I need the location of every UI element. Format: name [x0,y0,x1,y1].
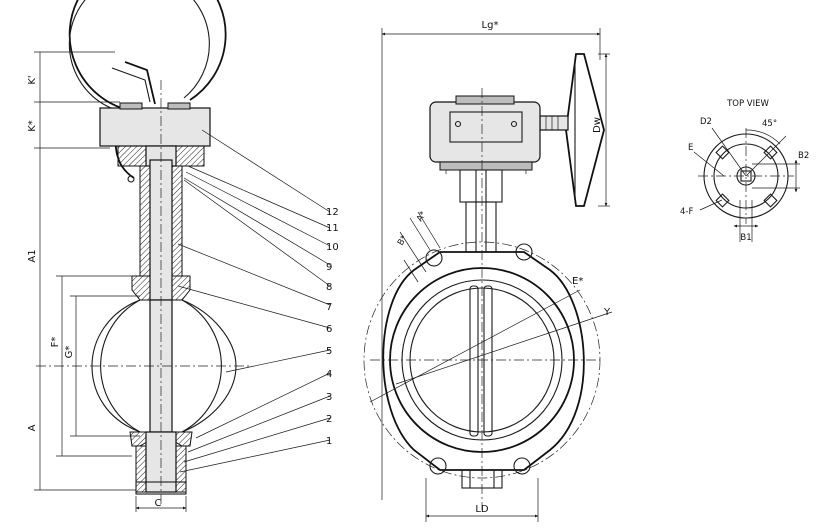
label-y: Y [603,307,611,318]
part-number-12: 12 [326,207,339,218]
label-dw: Dw [592,117,603,133]
label-b1: B1 [740,233,751,243]
part-number-2: 2 [326,414,332,425]
label-a1: A1 [27,249,38,262]
gearbox-section [99,102,211,167]
part-number-3: 3 [326,392,332,403]
label-k-star: K* [27,120,38,132]
part-number-8: 8 [326,282,332,293]
label-4-f: 4-F [680,207,693,217]
handwheel-front [539,53,605,207]
dia-e-line [369,289,581,403]
part-numbers: 12 11 10 9 8 7 6 5 4 3 2 1 [326,207,339,447]
label-f-star: F* [50,337,61,348]
label-b-star: B* [396,234,410,248]
top-view-title: TOP VIEW [726,99,769,109]
disc-section [91,299,237,447]
label-c: C [155,498,162,509]
part-number-10: 10 [326,242,339,253]
label-b2: B2 [798,151,809,161]
label-a: A [27,424,38,431]
part-number-6: 6 [326,324,332,335]
label-d2: D2 [700,117,712,127]
bolt-holes [715,145,778,208]
label-45-degrees: 45° [762,119,777,129]
front-view: Lg* Dw [363,20,613,522]
label-k-prime: K' [27,75,38,84]
neck-front [459,169,503,253]
part-number-4: 4 [326,369,332,380]
label-a-star: A* [415,210,429,224]
part-number-11: 11 [326,223,339,234]
part-number-9: 9 [326,262,332,273]
section-view: K' K* A1 A F* G* C 12 11 10 9 8 7 [27,0,339,512]
label-lg-star: Lg* [482,20,499,31]
part-number-7: 7 [326,302,332,313]
label-e: E [688,143,693,153]
part-number-1: 1 [326,436,332,447]
dims-a-b [399,211,441,283]
gearbox-front [429,95,541,174]
label-ld: LD [475,504,489,515]
part-leader-lines [177,129,331,473]
dimensions-left [34,51,187,512]
top-view: TOP VIEW 45° D2 E B2 4-F B1 [680,99,809,243]
handwheel-side [68,0,227,183]
label-e-star: E* [572,276,583,287]
part-number-5: 5 [326,346,332,357]
dia-y-line [395,311,613,385]
label-g-star: G* [64,346,75,359]
